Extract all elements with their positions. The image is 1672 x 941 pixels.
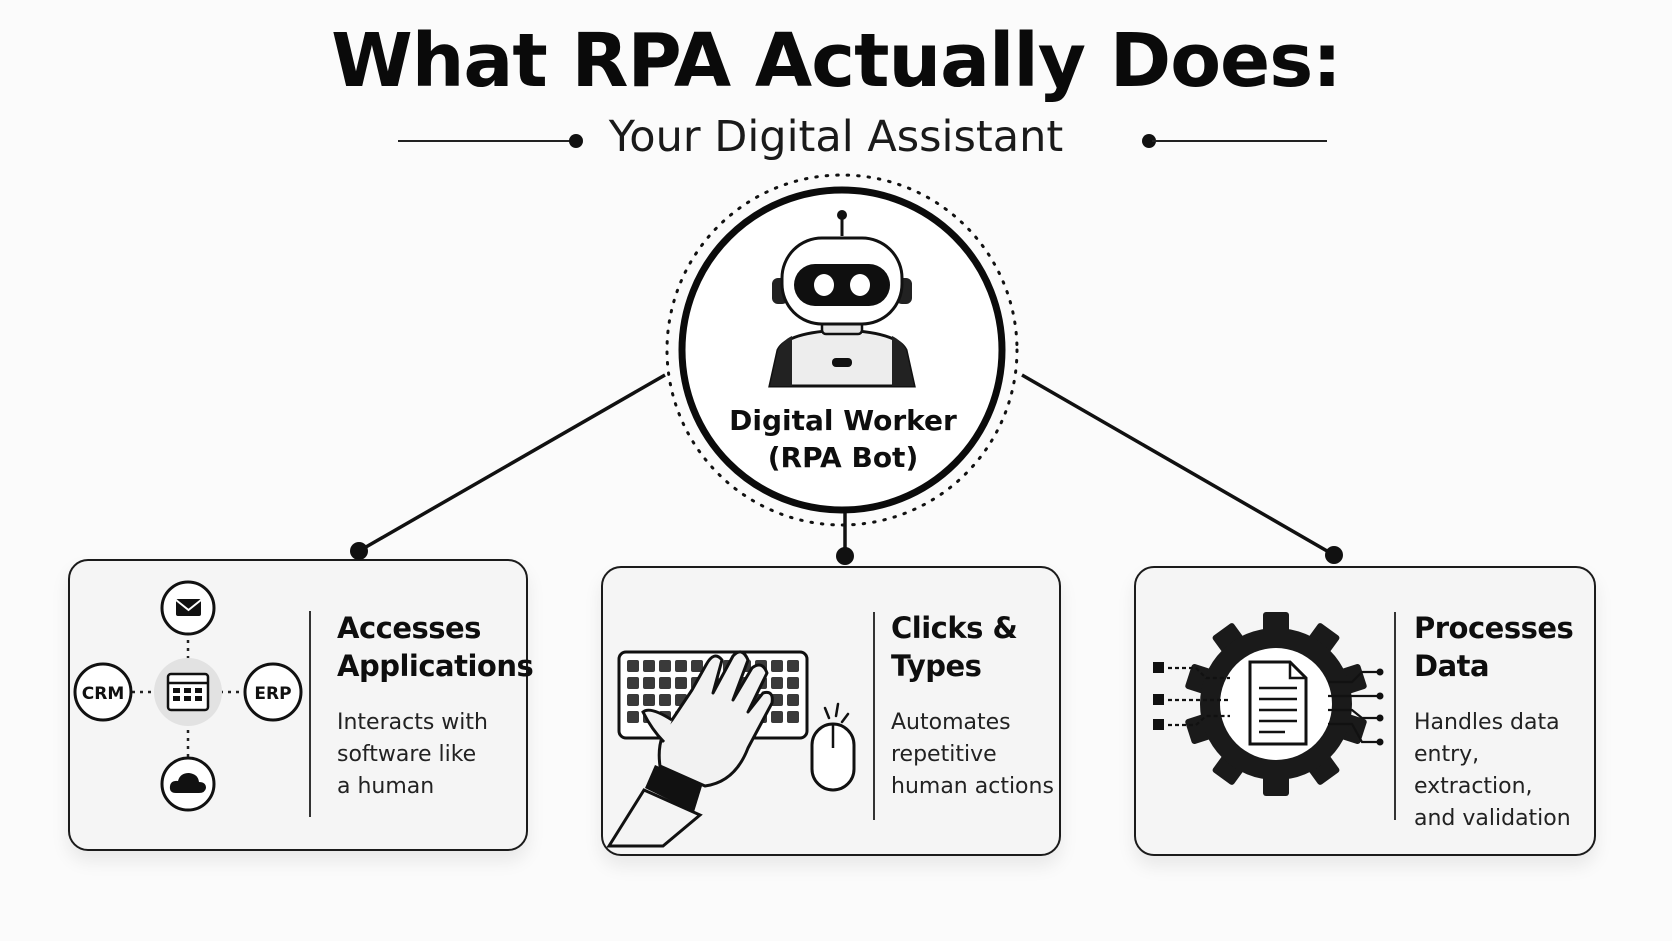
connector-right — [1021, 373, 1335, 557]
keyboard-key — [787, 711, 799, 723]
keyboard-key — [787, 660, 799, 672]
hub-dotted-ring — [665, 173, 1019, 527]
keyboard-key — [643, 677, 655, 689]
keyboard-key — [771, 660, 783, 672]
keyboard-key — [627, 660, 639, 672]
robot-icon — [768, 210, 916, 388]
keyboard-key — [643, 694, 655, 706]
gear-document-icon — [1153, 612, 1384, 796]
robot-hand-keyboard-icon — [606, 650, 856, 848]
keyboard-key — [771, 711, 783, 723]
connector-dot-center — [836, 547, 854, 565]
keyboard-key — [771, 677, 783, 689]
keyboard-key — [787, 694, 799, 706]
keyboard-key — [659, 660, 671, 672]
keyboard-key — [691, 660, 703, 672]
subtitle-dot-left — [569, 134, 583, 148]
keyboard-key — [627, 677, 639, 689]
crm-node — [73, 662, 133, 722]
keyboard-key — [675, 660, 687, 672]
keyboard-key — [675, 677, 687, 689]
erp-node — [243, 662, 303, 722]
page-title: What RPA Actually Does: — [331, 18, 1342, 104]
keyboard-key — [659, 694, 671, 706]
document-icon — [1248, 660, 1308, 746]
connector-dot-right — [1325, 546, 1343, 564]
keyboard-key — [643, 660, 655, 672]
keyboard-key — [627, 694, 639, 706]
keyboard-key — [787, 677, 799, 689]
page-subtitle: Your Digital Assistant — [608, 112, 1064, 162]
keyboard-key — [771, 694, 783, 706]
robot-hand — [657, 650, 774, 788]
erp-label: ERP — [254, 684, 291, 704]
crm-label: CRM — [82, 684, 124, 704]
app-network-icon: CRM ERP — [73, 580, 303, 812]
hub-label: Digital Worker (RPA Bot) — [729, 404, 957, 474]
envelope-icon — [176, 599, 201, 616]
subtitle-dot-right — [1142, 134, 1156, 148]
connector-dot-left — [350, 542, 368, 560]
connector-left — [358, 373, 666, 553]
keyboard-key — [659, 677, 671, 689]
keyboard-key — [627, 711, 639, 723]
cloud-icon — [169, 773, 206, 793]
